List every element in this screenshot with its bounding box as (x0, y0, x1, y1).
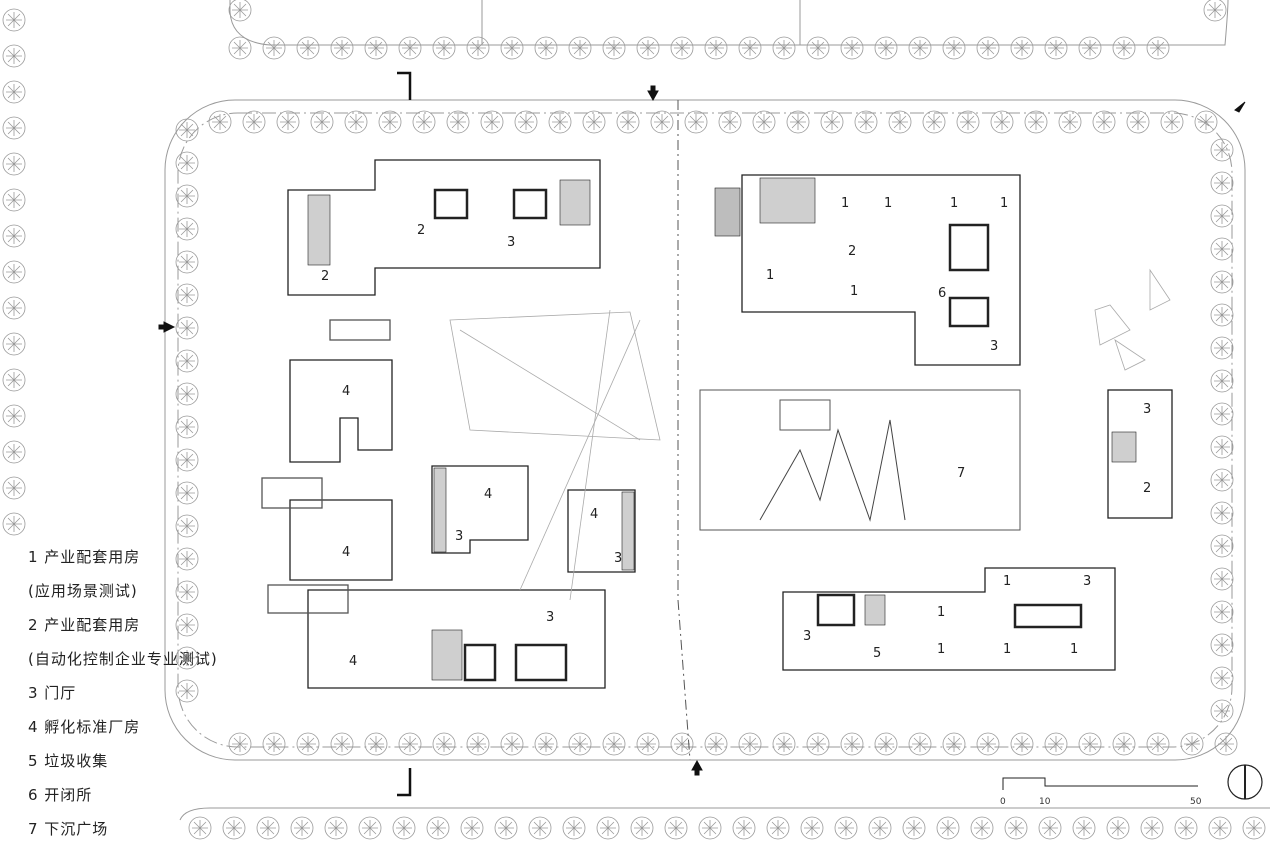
room-number-label: 1 (884, 196, 892, 211)
room-number-label: 1 (850, 284, 858, 299)
room-number-label: 2 (417, 223, 425, 238)
room-number-label: 2 (848, 244, 856, 259)
room-number-label: 4 (484, 487, 492, 502)
building-south-east (782, 567, 1116, 671)
building-west-4a (289, 319, 393, 463)
room-number-label: 6 (938, 286, 946, 301)
room-number-label: 3 (1083, 574, 1091, 589)
room-number-label: 1 (937, 642, 945, 657)
room-number-label: 3 (455, 529, 463, 544)
building-center-4 (431, 465, 529, 554)
tree-rows (2, 0, 1266, 840)
room-number-label: 3 (507, 235, 515, 250)
room-number-label: 4 (342, 384, 350, 399)
legend-item: 6 开闭所 (28, 786, 93, 804)
room-number-label: 4 (349, 654, 357, 669)
room-number-label: 2 (1143, 481, 1151, 496)
room-number-label: 1 (1003, 642, 1011, 657)
building-center-4-east (567, 489, 636, 573)
scale-label-0: 0 (1000, 797, 1006, 807)
room-number-label: 1 (841, 196, 849, 211)
room-number-label: 1 (950, 196, 958, 211)
legend-item: 4 孵化标准厂房 (28, 718, 141, 736)
scale-bar: 0 10 50 (1000, 777, 1202, 807)
room-labels: 2 3 2 1 1 1 1 2 1 1 6 3 4 4 3 4 3 4 7 3 2 4 3 3 1 1 3 5 1 1 1 (321, 196, 1151, 669)
room-number-label: 4 (590, 507, 598, 522)
room-number-label: 3 (803, 629, 811, 644)
entrance-markers (158, 71, 1246, 797)
room-number-label: 1 (1003, 574, 1011, 589)
room-number-label: 3 (990, 339, 998, 354)
central-axis (677, 100, 691, 761)
legend-item: 7 下沉广场 (28, 820, 109, 838)
room-number-label: 7 (957, 466, 965, 481)
room-number-label: 3 (546, 610, 554, 625)
room-number-label: 3 (1143, 402, 1151, 417)
legend-item: 2 产业配套用房 (28, 616, 141, 634)
room-number-label: 1 (937, 605, 945, 620)
site-boundary (164, 0, 1270, 821)
room-number-label: 3 (614, 551, 622, 566)
legend-item: (自动化控制企业专业测试) (28, 650, 218, 668)
north-arrow (1227, 764, 1263, 800)
scale-label-50: 50 (1190, 797, 1202, 807)
building-north-west (287, 159, 601, 296)
sunken-plaza (699, 389, 1021, 531)
building-south-west (267, 584, 606, 689)
legend-item: 3 门厅 (28, 684, 77, 702)
room-number-label: 1 (1070, 642, 1078, 657)
building-north-east (714, 174, 1021, 366)
room-number-label: 4 (342, 545, 350, 560)
legend-item: 1 产业配套用房 (28, 548, 141, 566)
legend-item: 5 垃圾收集 (28, 752, 109, 770)
plaza-paving (449, 268, 1171, 601)
building-west-4b (261, 477, 393, 581)
legend-item: (应用场景测试) (28, 582, 138, 600)
room-number-label: 5 (873, 646, 881, 661)
room-number-label: 2 (321, 269, 329, 284)
legend: 1 产业配套用房 (应用场景测试) 2 产业配套用房 (自动化控制企业专业测试)… (28, 540, 268, 846)
scale-label-10: 10 (1039, 797, 1051, 807)
room-number-label: 1 (1000, 196, 1008, 211)
building-east-side (1107, 389, 1173, 519)
room-number-label: 1 (766, 268, 774, 283)
